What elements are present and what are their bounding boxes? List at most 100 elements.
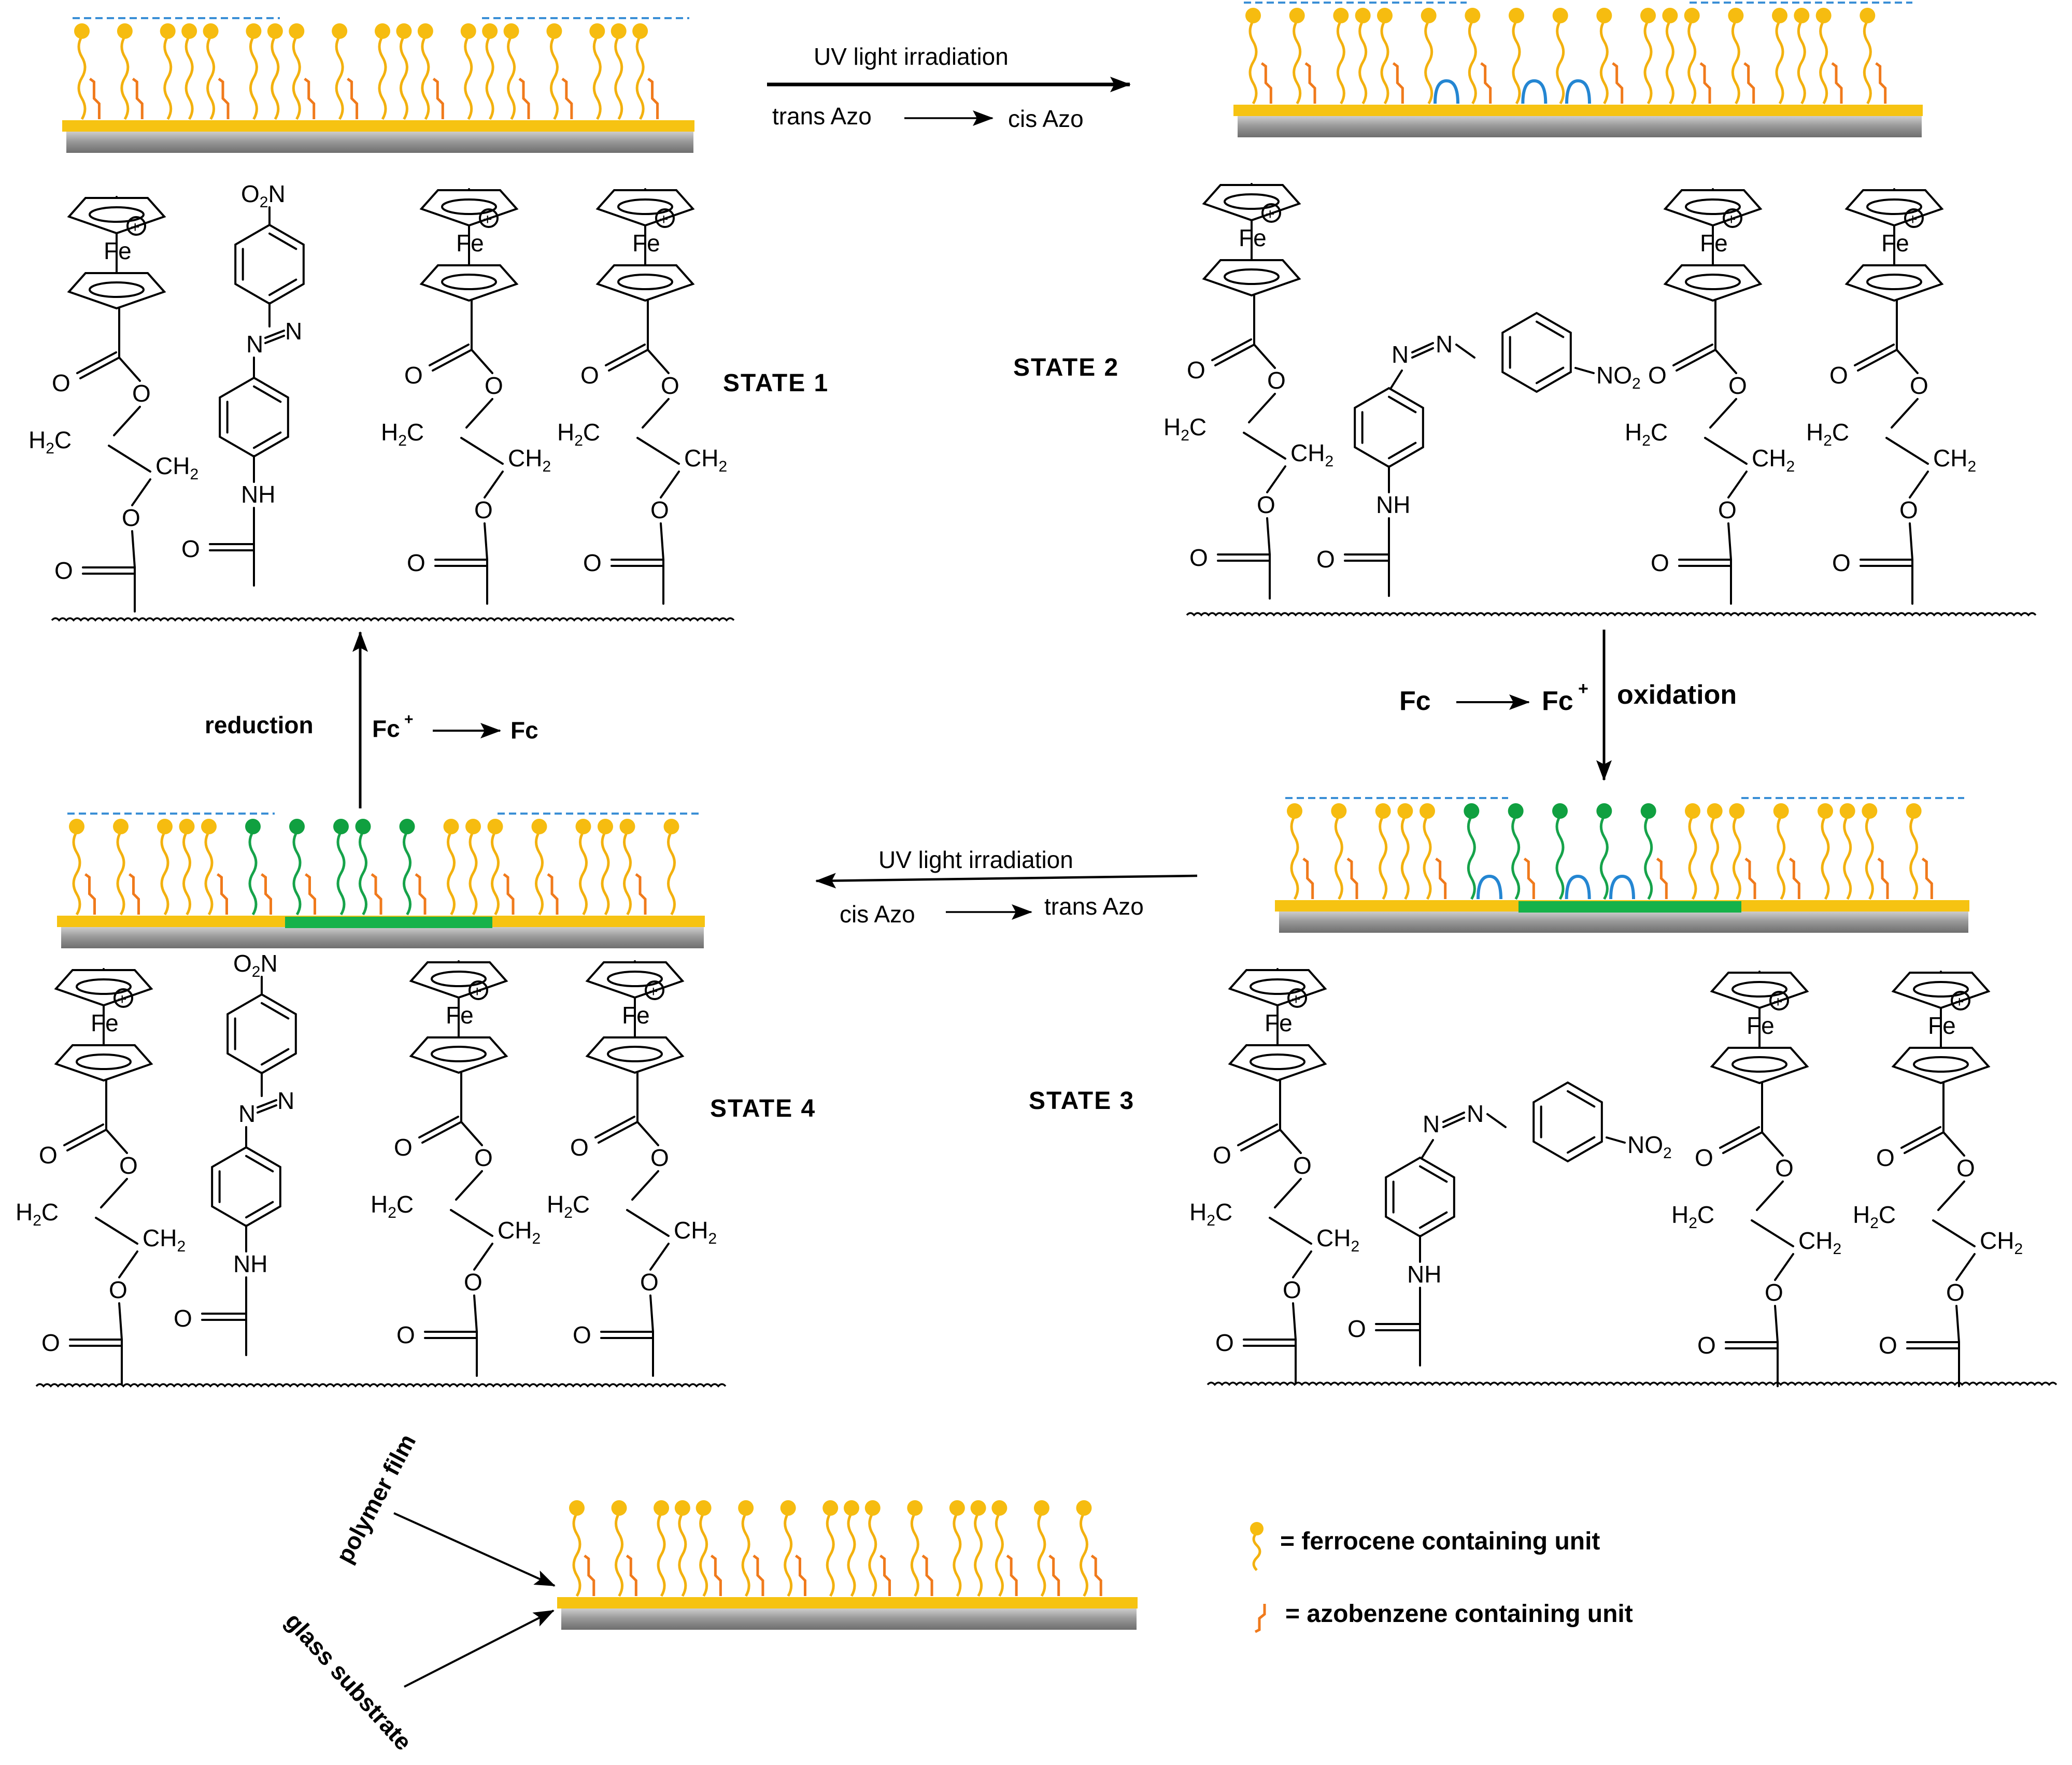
cyclopentadienyl-ring: + — [595, 189, 695, 228]
carbonyl-bond-b — [594, 1116, 635, 1138]
azobenzene-unit — [1877, 858, 1889, 899]
ferrocene-stem — [826, 1512, 835, 1597]
ester-oxygen: O — [650, 1144, 669, 1171]
cp-aromatic-circle — [1913, 981, 1969, 998]
carbonyl-bond-a — [421, 1121, 462, 1144]
oxidized-ferrocene-stem — [1555, 815, 1565, 900]
ester-o-bond — [1761, 1131, 1784, 1157]
state-3-label: STATE 3 — [1029, 1087, 1134, 1115]
ferrocene-head — [443, 819, 459, 834]
cyclopentadienyl-ring: + — [1710, 972, 1809, 1010]
o-c-bond — [484, 522, 488, 561]
ferrocene-head — [970, 1500, 986, 1516]
h2c-label: H2C — [29, 426, 72, 457]
ferrocene-stem — [1797, 20, 1806, 105]
cp-aromatic-circle — [1732, 1056, 1787, 1073]
cp-aromatic-circle — [617, 274, 673, 290]
ferrocene-head — [1377, 8, 1393, 23]
azo-double-a — [1411, 342, 1434, 353]
ferrocene-head — [822, 1500, 839, 1516]
ferrocene-stem — [667, 831, 676, 916]
ferrocene-stem — [1379, 815, 1388, 900]
ferrocene-head — [487, 819, 503, 834]
ch2-label: CH2 — [143, 1225, 186, 1255]
positive-charge-circle — [1723, 208, 1742, 228]
ferrocene-stem — [1710, 815, 1720, 900]
ester-oxygen: O — [1956, 1155, 1975, 1182]
h2c-label: H2C — [371, 1191, 414, 1221]
lower-carbonyl-oxygen: O — [1879, 1332, 1897, 1359]
azobenzene-unit — [1875, 62, 1887, 104]
azo-n2: N — [1436, 331, 1453, 358]
film-legend — [557, 1500, 1138, 1630]
ferrocene-stem — [271, 35, 280, 120]
ferrocene-head — [569, 1500, 585, 1516]
carbonyl-bond-a — [1214, 344, 1255, 366]
o-ch2-bond — [1709, 398, 1737, 429]
ferrocene-stem — [1821, 815, 1830, 900]
iron-label: Fe — [1747, 1012, 1775, 1039]
ferrocene-stem — [182, 831, 191, 916]
cp-outline — [409, 961, 508, 999]
ferrocene-stem — [1599, 20, 1609, 105]
o-c-bond — [1292, 1302, 1297, 1341]
ester-oxygen: O — [1775, 1155, 1794, 1182]
oxidation-word: oxidation — [1617, 680, 1737, 710]
carbonyl-bond-b — [1900, 1126, 1941, 1149]
oxidized-ferrocene-stem — [1511, 815, 1521, 900]
ferrocene-head — [780, 1500, 796, 1516]
o-ch2-bond — [642, 398, 670, 429]
polymer-backbone-3 — [1207, 1382, 2057, 1386]
ferrocene-stem — [741, 1512, 750, 1597]
ch2-o-bond — [1909, 471, 1929, 499]
carbonyl-oxygen: O — [1829, 362, 1848, 389]
lower-ester-oxygen: O — [474, 496, 493, 523]
ferrocene-head — [69, 819, 84, 834]
ester-o-bond — [1279, 1129, 1302, 1154]
azobenzene-unit — [1523, 858, 1535, 899]
oxidation-from: Fc — [1399, 686, 1431, 716]
cp-outline — [1844, 264, 1944, 302]
ferrocene-head — [1287, 803, 1302, 819]
ch2-label: CH2 — [684, 445, 727, 475]
cp-aromatic-circle — [607, 971, 663, 987]
ferrocene-head — [1375, 803, 1391, 819]
benzene-outline — [211, 1146, 281, 1228]
cyclopentadienyl-ring: + — [67, 197, 166, 236]
oxidized-ferrocene-head — [399, 819, 415, 834]
azobenzene-unit — [1789, 858, 1800, 899]
azobenzene-unit — [1304, 62, 1316, 104]
azobenzene-unit — [635, 873, 647, 915]
carbonyl-bond-b — [1719, 1126, 1760, 1149]
ferrocene-stem — [1512, 20, 1521, 105]
ferrocene-head — [1794, 8, 1810, 23]
ferrocene-stem — [1909, 815, 1919, 900]
azobenzene-unit — [132, 78, 144, 119]
ferrocene-stem — [1424, 20, 1434, 105]
top-benzene — [234, 223, 305, 305]
oxidized-ferrocene-stem — [1467, 815, 1476, 900]
ferrocene-head — [1640, 8, 1656, 23]
h2c-label: H2C — [1189, 1199, 1232, 1229]
ferrocene-head — [1815, 8, 1832, 23]
h2c-label: H2C — [1625, 419, 1668, 449]
cp-aromatic-circle — [76, 978, 132, 995]
o-c-bond — [660, 522, 664, 561]
azobenzene-unit — [218, 78, 230, 119]
ester-o-bond — [1253, 344, 1276, 369]
ferrocene-stem — [77, 35, 87, 120]
ferrocene-stem — [1468, 20, 1477, 105]
ferrocene-stem — [249, 35, 258, 120]
ferrocene-stem — [1358, 20, 1368, 105]
ferrocene-stem — [1079, 1512, 1088, 1597]
positive-charge-sign: + — [659, 211, 669, 228]
oxidized-ferrocene-head — [355, 819, 371, 834]
ferrocene-head — [1862, 803, 1878, 819]
carbonyl-oxygen: O — [570, 1134, 589, 1161]
azobenzene-unit — [84, 873, 96, 915]
ferrocene-head — [991, 1500, 1007, 1516]
